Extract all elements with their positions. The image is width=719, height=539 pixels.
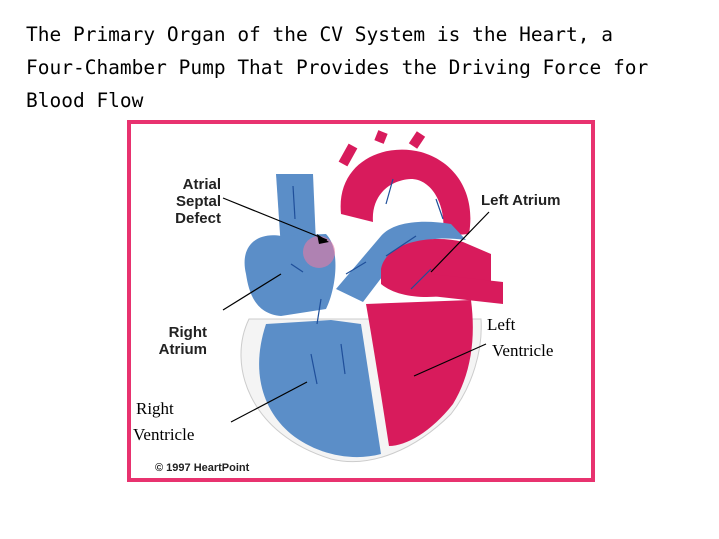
label-right-ventricle-line-1: Right [136, 399, 174, 418]
label-atrium: Atrium [158, 341, 207, 358]
heart-illustration [222, 130, 503, 463]
flow-arrows [290, 178, 444, 385]
label-atrial-septal-defect: Atrial Septal Defect [151, 176, 221, 227]
title-line-2: Four-Chamber Pump That Provides the Driv… [26, 56, 649, 79]
label-right-ventricle-line-2: Ventricle [133, 425, 195, 444]
label-right-ventricle: Right Ventricle [133, 396, 194, 448]
label-left-atrium: Left Atrium [481, 192, 561, 209]
copyright-notice: © 1997 HeartPoint [155, 462, 250, 474]
aorta [340, 149, 471, 236]
defect-pointer-arrowhead [317, 234, 329, 244]
page-title: The Primary Organ of the CV System is th… [26, 18, 706, 117]
label-left-ventricle-line-2: Ventricle [492, 341, 554, 360]
title-line-1: The Primary Organ of the CV System is th… [26, 23, 613, 46]
leader-lines [222, 197, 490, 423]
right-ventricle-shape [259, 320, 381, 458]
pulmonary-artery [336, 221, 466, 302]
label-right: Right [168, 324, 207, 341]
label-left-ventricle: Left Ventricle [487, 312, 553, 364]
septal-defect-glow [303, 236, 335, 268]
pulmonary-vein [431, 274, 503, 304]
title-line-3: Blood Flow [26, 89, 144, 112]
heart-diagram-frame: Atrial Septal Defect Left Atrium Right A… [127, 120, 595, 482]
aorta-outline [338, 130, 426, 167]
label-septal: Septal [175, 193, 221, 210]
label-atrial: Atrial [182, 176, 221, 193]
superior-vena-cava [276, 174, 316, 249]
label-left-ventricle-line-1: Left [487, 315, 516, 334]
label-right-atrium: Right Atrium [145, 324, 207, 358]
label-defect: Defect [175, 210, 221, 227]
